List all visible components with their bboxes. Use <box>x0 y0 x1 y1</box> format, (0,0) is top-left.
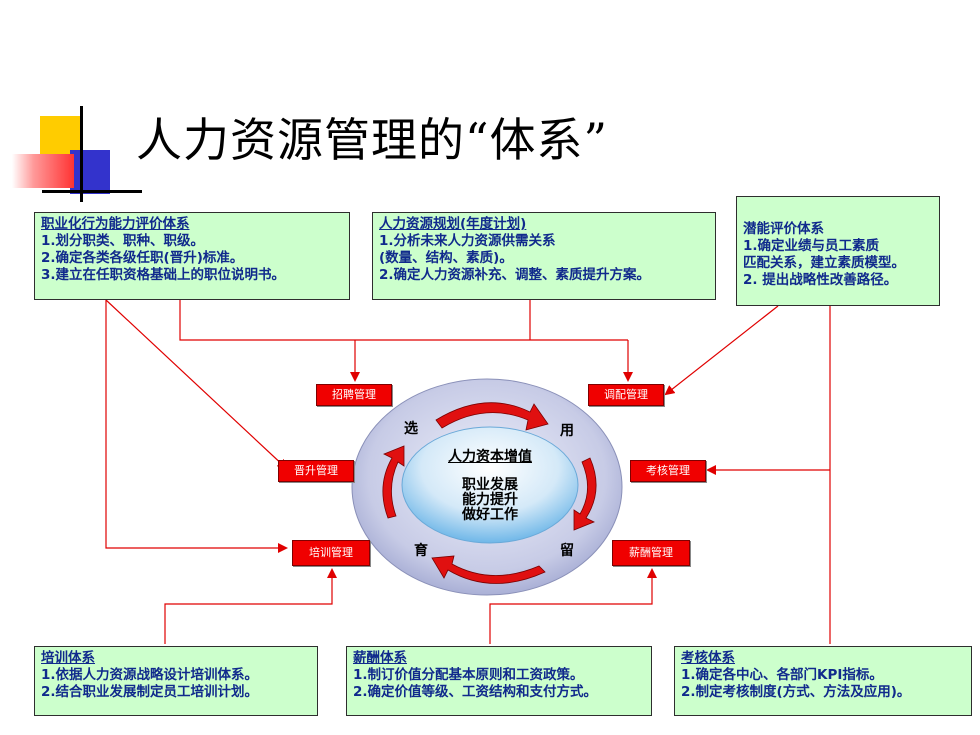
career-line-3: 3.建立在任职资格基础上的职位说明书。 <box>41 267 286 283</box>
assessment-system-box: 考核体系 1.确定各中心、各部门KPI指标。 2.制定考核制度(方式、方法及应用… <box>674 646 972 716</box>
career-evaluation-box: 职业化行为能力评价体系 1.划分职类、职种、职级。 2.确定各类各级任职(晋升)… <box>34 212 350 300</box>
core-line-1: 职业发展 <box>462 477 518 493</box>
planning-line-1: 1.分析未来人力资源供需关系 <box>379 233 556 249</box>
deco-horizontal-line <box>42 190 142 193</box>
potential-line-1: 1.确定业绩与员工素质 <box>743 238 880 254</box>
allocate-module: 调配管理 <box>588 384 664 406</box>
assessment-line-2: 2.制定考核制度(方式、方法及应用)。 <box>681 684 911 700</box>
core-title: 人力资本增值 <box>448 449 532 465</box>
cycle-develop: 育 <box>414 543 428 559</box>
salary-system-box: 薪酬体系 1.制订价值分配基本原则和工资政策。 2.确定价值等级、工资结构和支付… <box>346 646 652 716</box>
potential-line-3: 2. 提出战略性改善路径。 <box>743 272 898 288</box>
training-system-title: 培训体系 <box>41 650 95 666</box>
assessment-system-title: 考核体系 <box>681 650 735 666</box>
core-line-3: 做好工作 <box>462 507 518 523</box>
training-system-box: 培训体系 1.依据人力资源战略设计培训体系。 2.结合职业发展制定员工培训计划。 <box>34 646 318 716</box>
recruit-module: 招聘管理 <box>316 384 392 406</box>
page-title: 人力资源管理的“体系” <box>136 113 609 167</box>
deco-vertical-line <box>80 106 83 202</box>
potential-evaluation-box: 潜能评价体系 1.确定业绩与员工素质 匹配关系，建立素质模型。 2. 提出战略性… <box>736 196 940 306</box>
training-line-1: 1.依据人力资源战略设计培训体系。 <box>41 667 259 683</box>
career-line-1: 1.划分职类、职种、职级。 <box>41 233 205 249</box>
career-evaluation-title: 职业化行为能力评价体系 <box>41 216 190 232</box>
cycle-select: 选 <box>404 421 418 437</box>
assessment-line-1: 1.确定各中心、各部门KPI指标。 <box>681 667 883 683</box>
potential-evaluation-title: 潜能评价体系 <box>743 221 824 237</box>
deco-blue-square <box>70 150 110 194</box>
salary-line-2: 2.确定价值等级、工资结构和支付方式。 <box>353 684 598 700</box>
assess-module: 考核管理 <box>630 460 706 482</box>
train-module: 培训管理 <box>292 540 370 566</box>
salary-system-title: 薪酬体系 <box>353 650 407 666</box>
cycle-use: 用 <box>560 423 574 439</box>
central-cycle <box>351 378 623 596</box>
hr-planning-title: 人力资源规划(年度计划) <box>379 216 527 232</box>
pay-module: 薪酬管理 <box>612 540 690 566</box>
potential-line-2: 匹配关系，建立素质模型。 <box>743 255 905 271</box>
deco-yellow-square <box>40 116 80 156</box>
hr-planning-box: 人力资源规划(年度计划) 1.分析未来人力资源供需关系 (数量、结构、素质)。 … <box>372 212 716 300</box>
salary-line-1: 1.制订价值分配基本原则和工资政策。 <box>353 667 584 683</box>
career-line-2: 2.确定各类各级任职(晋升)标准。 <box>41 250 244 266</box>
cycle-retain: 留 <box>560 543 574 559</box>
planning-line-3: 2.确定人力资源补充、调整、素质提升方案。 <box>379 267 651 283</box>
core-line-2: 能力提升 <box>462 492 518 508</box>
planning-line-2: (数量、结构、素质)。 <box>379 250 513 266</box>
deco-red-square <box>12 154 74 188</box>
training-line-2: 2.结合职业发展制定员工培训计划。 <box>41 684 259 700</box>
promote-module: 晋升管理 <box>278 460 354 482</box>
